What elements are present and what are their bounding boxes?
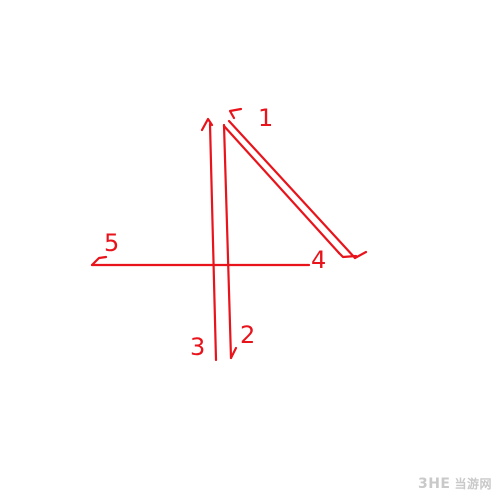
stroke-1-line: [227, 119, 357, 260]
stroke-label-5: 5: [104, 229, 119, 257]
site-watermark: 3HE 当游网: [418, 475, 492, 492]
stroke-2-arrowhead: [229, 346, 238, 360]
stroke-5-hook: [90, 255, 108, 267]
stroke-3-hook: [200, 117, 214, 132]
stroke-3-line: [208, 122, 218, 362]
stroke-label-4: 4: [311, 246, 326, 274]
stroke-4-join: [353, 250, 368, 260]
stroke-2-line: [222, 123, 233, 360]
stroke-1-line-inner: [222, 124, 341, 255]
watermark-site-name: 当游网: [454, 477, 492, 491]
watermark-logo: 3HE: [417, 475, 451, 492]
stroke-1-arrowhead: [228, 107, 243, 120]
stroke-4-line: [337, 251, 358, 259]
stroke-label-2: 2: [240, 321, 255, 349]
stroke-label-1: 1: [258, 104, 273, 132]
stroke-label-3: 3: [190, 333, 205, 361]
